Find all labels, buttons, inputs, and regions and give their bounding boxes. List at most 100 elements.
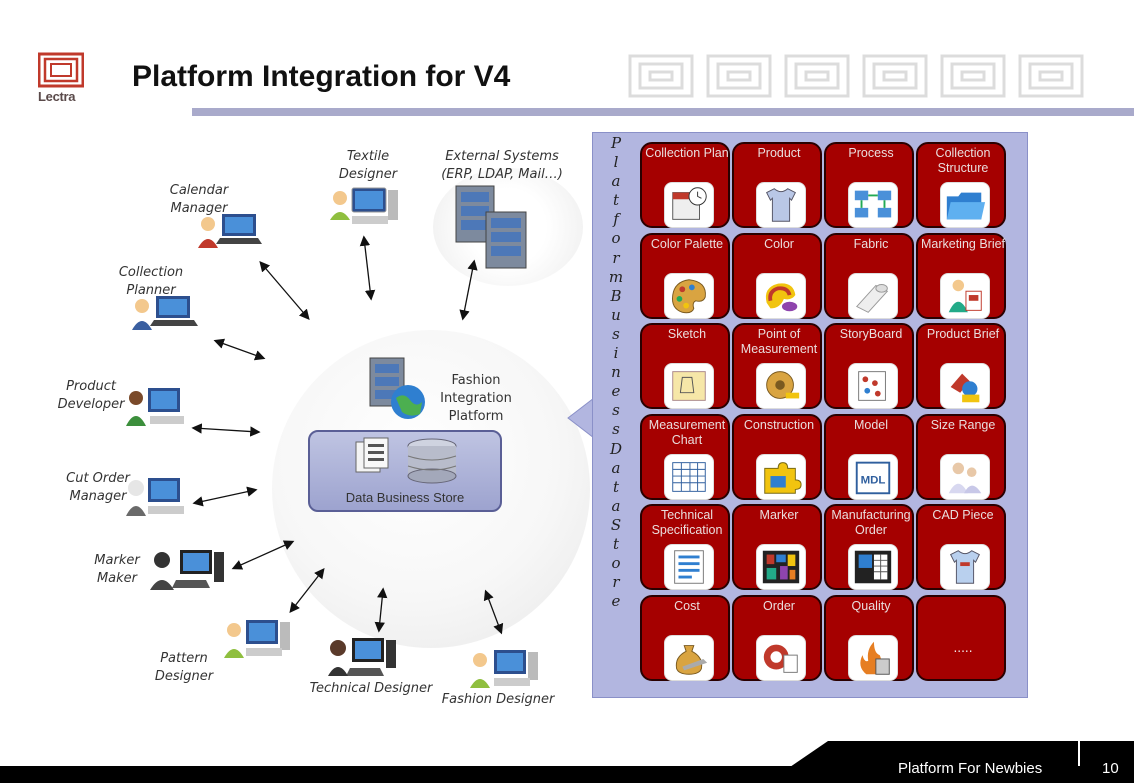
- fashion-designer-computer-icon: [470, 650, 538, 688]
- arrow-collection-planner: [213, 338, 266, 361]
- callout-pointer: [567, 397, 595, 439]
- tile-label: Order: [763, 598, 795, 613]
- platform-tile-storyboard: StoryBoard: [824, 323, 914, 409]
- color-swatch-icon: [756, 272, 806, 319]
- page-title: Platform Integration for V4: [132, 60, 511, 93]
- connection-arrows: [191, 235, 504, 635]
- platform-tile-marker: Marker: [732, 504, 822, 590]
- fip-server-globe-icon: [369, 357, 425, 419]
- tile-label: Model: [853, 417, 889, 432]
- order-sheet-icon: [848, 544, 898, 590]
- measurement-grid-icon: [664, 453, 714, 500]
- tile-label: Color Palette: [650, 236, 724, 251]
- folder-icon: [940, 182, 990, 228]
- shirt-icon: [756, 182, 806, 228]
- tile-label: Technical Specification: [651, 508, 723, 537]
- platform-tile-size-range: Size Range: [916, 413, 1006, 500]
- storyboard-icon: [848, 363, 898, 409]
- tile-label: Cost: [674, 598, 700, 613]
- tile-label: Sketch: [667, 327, 707, 341]
- palette-icon: [664, 272, 714, 319]
- tile-label: Manufacturing Order: [831, 508, 911, 537]
- tile-label: Process: [848, 146, 894, 160]
- tape-measure-icon: [756, 363, 806, 409]
- platform-tile-model: MDL Model: [824, 413, 914, 500]
- arrow-calendar-manager: [259, 261, 310, 320]
- logo-text: Lectra: [38, 89, 76, 104]
- footer-tab: [790, 741, 1134, 767]
- data-business-store-label: Data Business Store: [345, 490, 465, 505]
- collection-planner-laptop-icon: [132, 296, 198, 330]
- platform-tile-product-brief: Product Brief: [916, 323, 1006, 409]
- fashion-designer-label: Fashion Designer: [441, 692, 555, 707]
- page-number: 10: [1102, 760, 1119, 777]
- calendar-manager-laptop-icon: [198, 214, 262, 248]
- calendar-manager-label: Calendar Manager: [169, 183, 229, 216]
- tile-label: Quality: [851, 598, 891, 613]
- tile-label: Collection Plan: [645, 146, 729, 160]
- arrow-product-developer: [191, 423, 261, 437]
- arrow-cut-order-manager: [192, 486, 258, 507]
- tile-label: Marker: [759, 508, 799, 522]
- tile-label: Product: [757, 146, 801, 160]
- quality-icon: [848, 634, 898, 681]
- textile-designer-label: Textile Designer: [338, 149, 398, 182]
- product-developer-label: Product Developer: [57, 379, 125, 412]
- external-systems-label: External Systems (ERP, LDAP, Mail…): [441, 149, 563, 182]
- platform-tile-color: Color: [732, 232, 822, 319]
- order-icon: [756, 634, 806, 681]
- platform-tile-cad-piece: CAD Piece: [916, 504, 1006, 590]
- tile-label: Color: [764, 236, 794, 251]
- platform-tile-collection-structure: Collection Structure: [916, 142, 1006, 228]
- tile-label: CAD Piece: [932, 508, 994, 522]
- tile-label: Marketing Brief: [920, 236, 1006, 251]
- fabric-roll-icon: [848, 272, 898, 319]
- sketch-icon: [664, 363, 714, 409]
- technical-designer-computer-icon: [328, 638, 396, 676]
- mdl-file-icon: MDL: [848, 453, 898, 500]
- platform-tile-process: Process: [824, 142, 914, 228]
- platform-tile-quality: Quality: [824, 594, 914, 681]
- product-developer-computer-icon: [126, 388, 184, 426]
- platform-tile-marketing-brief: Marketing Brief: [916, 232, 1006, 319]
- lectra-logo: [38, 52, 84, 88]
- arrow-external-systems: [459, 259, 478, 321]
- tile-label: Size Range: [930, 417, 996, 432]
- process-flow-icon: [848, 182, 898, 228]
- footer-title: Platform For Newbies: [898, 760, 1043, 777]
- platform-tile-construction: Construction: [732, 413, 822, 500]
- tile-label: Measurement Chart: [648, 417, 726, 447]
- marker-maker-computer-icon: [150, 550, 224, 590]
- database-icon: [355, 437, 457, 484]
- marketing-brief-icon: [940, 272, 990, 319]
- external-systems-server-icon: [455, 185, 527, 269]
- pattern-designer-computer-icon: [224, 620, 290, 658]
- svg-text:MDL: MDL: [861, 474, 886, 486]
- platform-tile-order: Order: [732, 594, 822, 681]
- platform-tile-collection-plan: Collection Plan: [640, 142, 730, 228]
- textile-designer-computer-icon: [330, 187, 398, 224]
- cut-order-manager-computer-icon: [126, 478, 184, 516]
- platform-tile-color-palette: Color Palette: [640, 232, 730, 319]
- platform-tile-measurement-chart: Measurement Chart: [640, 413, 730, 500]
- marker-maker-label: Marker Maker: [94, 553, 140, 586]
- platform-tile-fabric: Fabric: [824, 232, 914, 319]
- tile-label: Point of Measurement: [740, 327, 818, 356]
- size-range-icon: [940, 453, 990, 500]
- arrow-pattern-designer: [289, 567, 325, 614]
- platform-tile-product: Product: [732, 142, 822, 228]
- platform-tile-sketch: Sketch: [640, 323, 730, 409]
- collection-planner-label: Collection Planner: [118, 265, 184, 298]
- platform-tile-manufacturing-order: Manufacturing Order: [824, 504, 914, 590]
- tile-label: Construction: [743, 417, 815, 432]
- pattern-designer-label: Pattern Designer: [154, 651, 214, 684]
- platform-tile-cost: Cost: [640, 594, 730, 681]
- more-ellipsis: .....: [953, 640, 973, 655]
- marker-layout-icon: [756, 544, 806, 590]
- cad-piece-icon: [940, 544, 990, 590]
- fip-label: Fashion Integration Platform: [440, 373, 512, 424]
- puzzle-icon: [756, 453, 806, 500]
- product-brief-icon: [940, 363, 990, 409]
- arrow-textile-designer: [359, 235, 376, 301]
- data-business-store-box: [308, 430, 502, 512]
